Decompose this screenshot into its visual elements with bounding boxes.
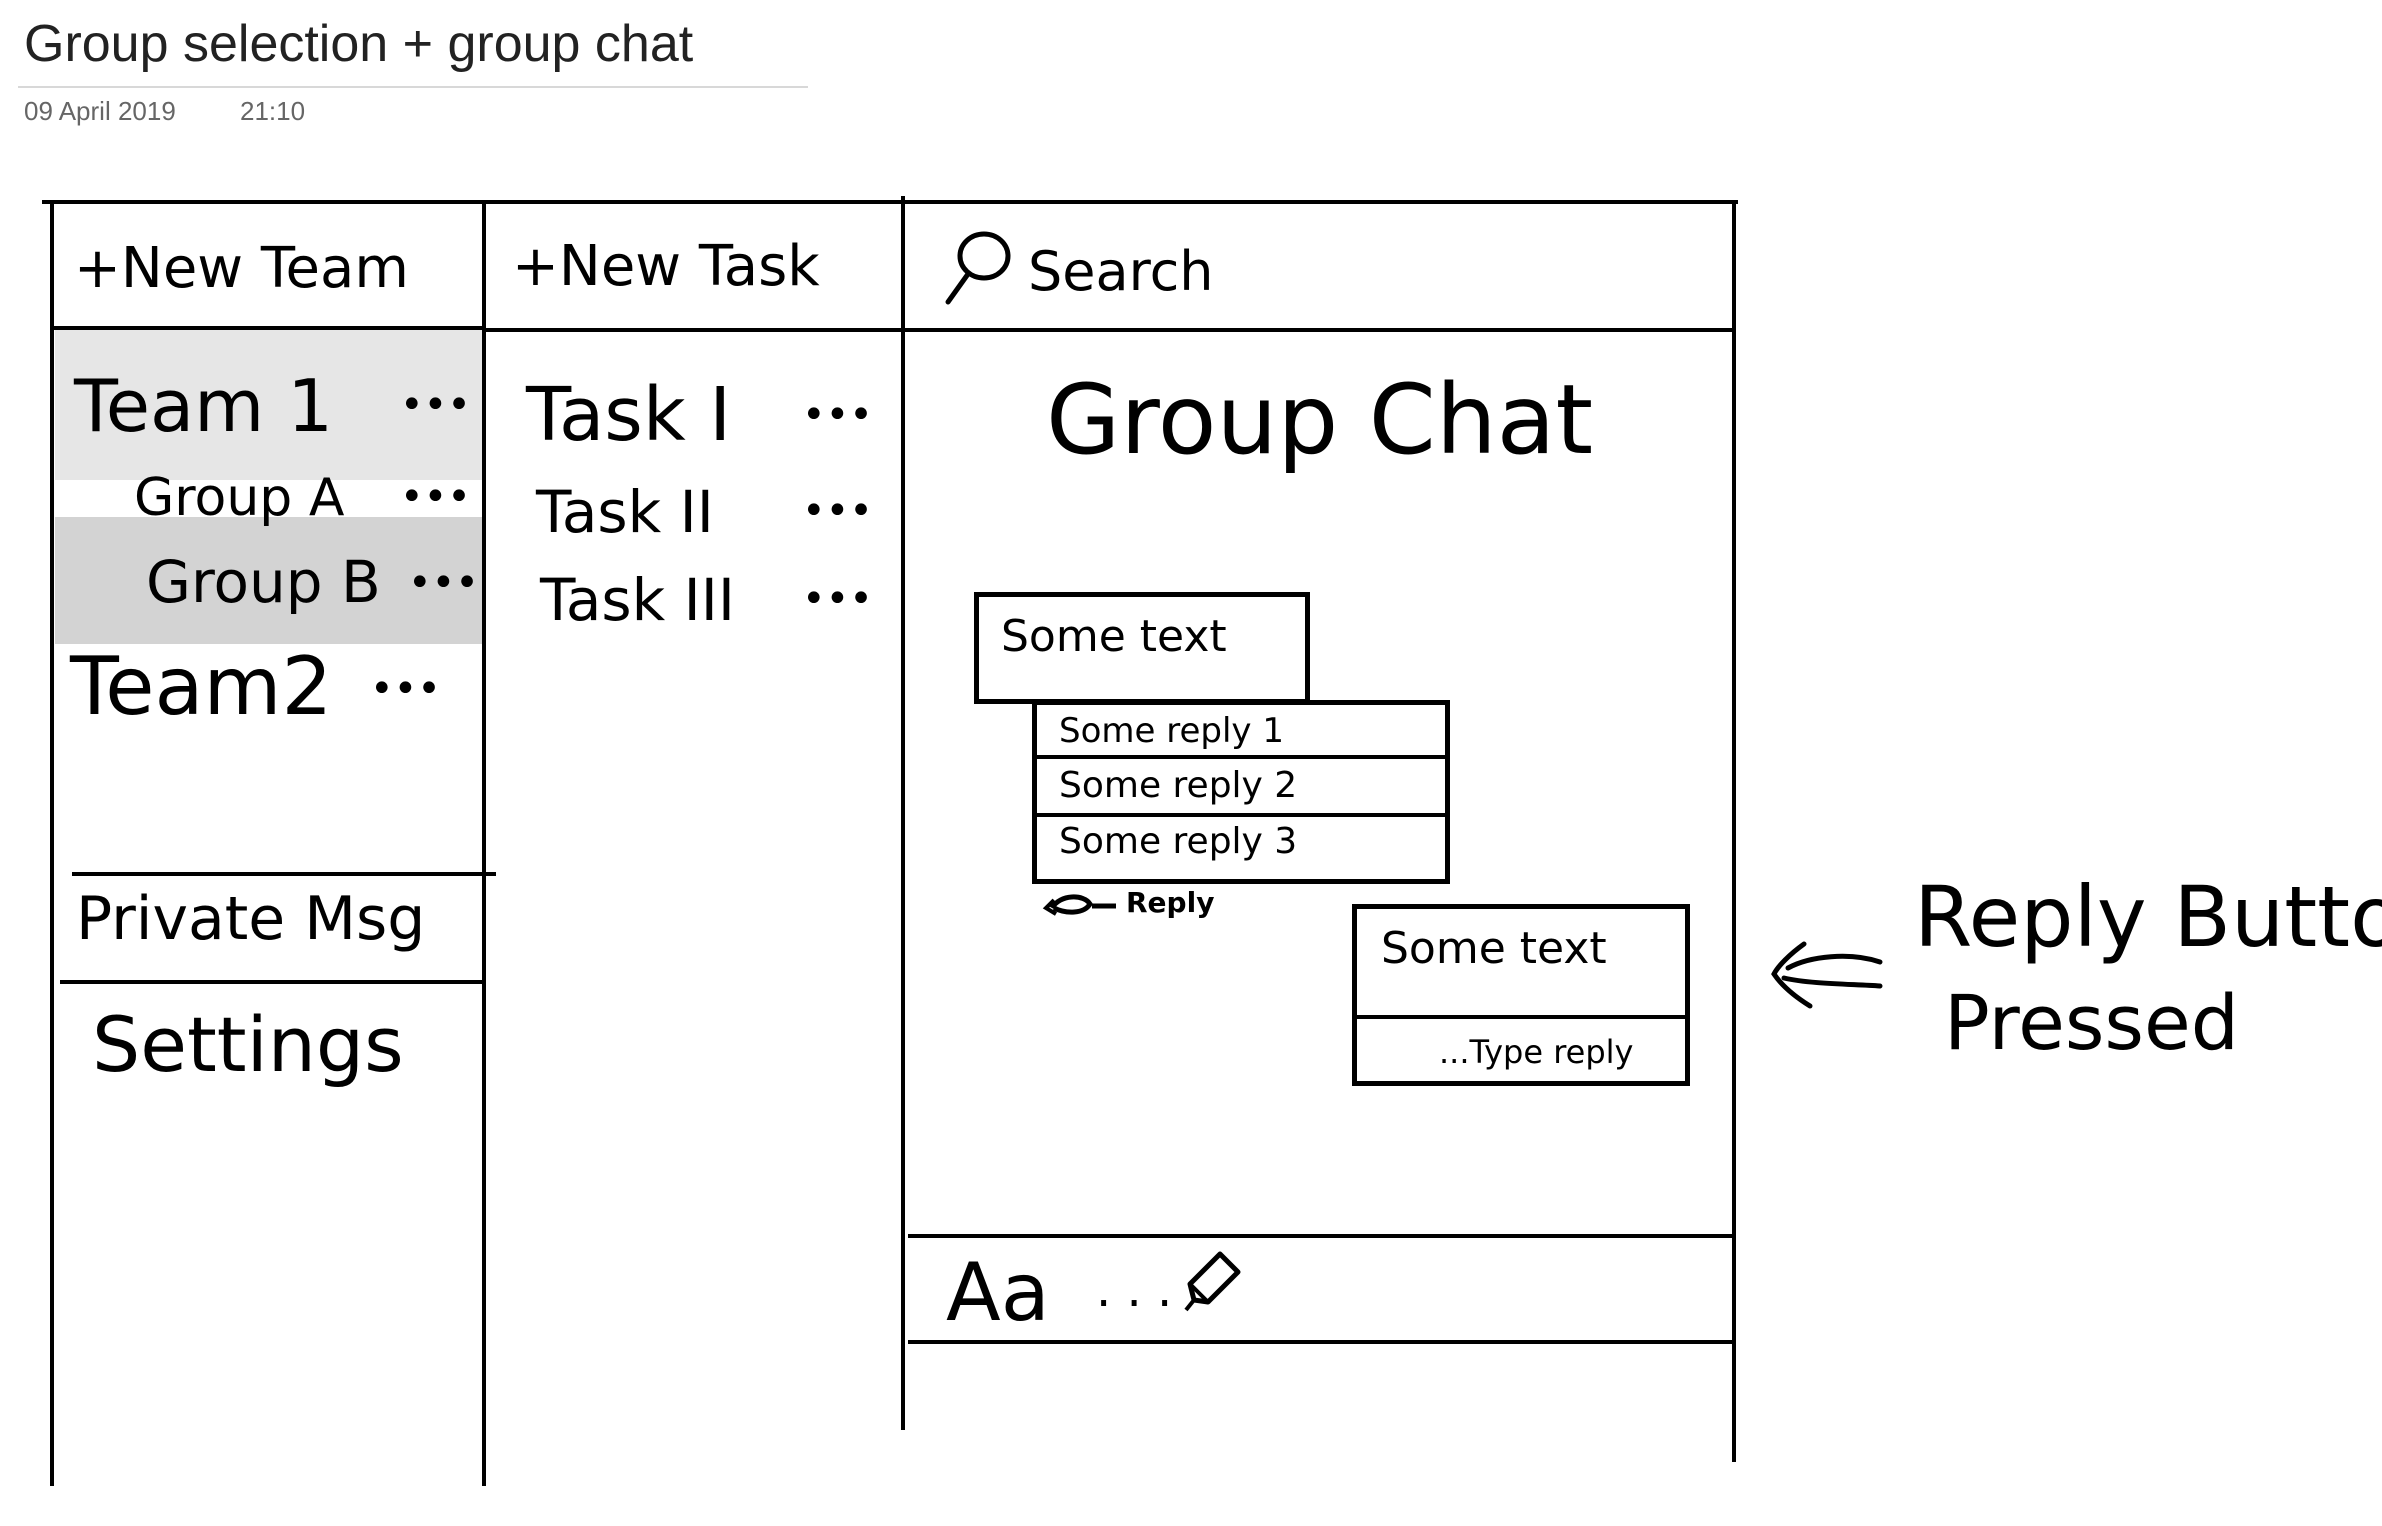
settings-button[interactable]: Settings: [92, 1000, 404, 1089]
reply-button-label: Reply: [1126, 886, 1215, 919]
left-arrow-icon: [1771, 941, 1883, 1009]
team-item-team-1[interactable]: Team 1 •••: [74, 364, 474, 454]
chat-header-divider: [904, 328, 1736, 332]
teams-tasks-divider: [482, 200, 486, 1486]
team-item-team-2[interactable]: Team2 •••: [70, 640, 480, 733]
pencil-icon[interactable]: [1180, 1244, 1250, 1314]
chat-heading: Group Chat: [1046, 364, 1594, 476]
group-item-label: Group A: [134, 468, 345, 528]
team-item-label: Team2: [70, 640, 333, 733]
group-item-label: Group B: [146, 548, 381, 616]
private-msg-top-divider: [72, 872, 496, 876]
search-icon: [945, 231, 1011, 305]
task-item-menu-icon[interactable]: •••: [802, 488, 873, 534]
title-divider: [18, 86, 808, 88]
reply-divider: [1037, 755, 1445, 759]
teams-header-divider: [54, 326, 484, 330]
annotation-line-2: Pressed: [1944, 978, 2240, 1067]
tasks-chat-divider: [901, 196, 905, 1430]
task-item-menu-icon[interactable]: •••: [802, 392, 873, 438]
tasks-header-divider: [484, 328, 904, 332]
composer-bottom-divider: [908, 1340, 1736, 1344]
message-input[interactable]: . . .: [1096, 1262, 1173, 1318]
reply-button[interactable]: Reply: [1040, 886, 1220, 926]
note-time: 21:10: [240, 96, 306, 126]
composer-top-divider: [908, 1234, 1736, 1238]
message-2-bubble: Some text ...Type reply: [1352, 904, 1690, 1086]
task-item-menu-icon[interactable]: •••: [802, 576, 873, 622]
task-item-2[interactable]: Task II •••: [536, 478, 896, 548]
group-item-menu-icon[interactable]: •••: [400, 474, 471, 520]
team1-selected-highlight: [55, 330, 483, 480]
team-item-menu-icon[interactable]: •••: [400, 382, 471, 428]
task-item-1[interactable]: Task I •••: [526, 372, 896, 462]
new-task-button[interactable]: +New Task: [512, 234, 820, 299]
frame-left-border: [50, 200, 54, 1486]
task-item-label: Task I: [526, 372, 732, 458]
new-team-button[interactable]: +New Team: [74, 236, 409, 301]
group-item-menu-icon[interactable]: •••: [408, 560, 479, 606]
task-item-3[interactable]: Task III •••: [540, 566, 896, 636]
note-title: Group selection + group chat: [24, 15, 694, 73]
reply-input[interactable]: ...Type reply: [1439, 1033, 1634, 1071]
reply-item: Some reply 2: [1059, 765, 1298, 806]
reply-item: Some reply 3: [1059, 821, 1298, 862]
task-item-label: Task III: [540, 566, 735, 634]
task-item-label: Task II: [536, 478, 714, 546]
search-label: Search: [1028, 240, 1214, 303]
note-date: 09 April 2019: [24, 96, 176, 126]
reply-arrow-icon: [1042, 894, 1116, 916]
frame-right-border: [1732, 200, 1736, 1462]
private-msg-button[interactable]: Private Msg: [76, 884, 426, 954]
team-item-menu-icon[interactable]: •••: [370, 666, 441, 712]
groupb-selected-highlight: [55, 517, 483, 644]
group-item-group-b[interactable]: Group B •••: [146, 548, 480, 618]
team-item-label: Team 1: [74, 364, 333, 448]
reply-input-divider: [1357, 1015, 1685, 1019]
private-msg-bottom-divider: [60, 980, 484, 984]
reply-thread: Some reply 1 Some reply 2 Some reply 3: [1032, 700, 1450, 884]
search-field[interactable]: Search: [944, 222, 1364, 312]
message-1-bubble: Some text: [974, 592, 1310, 704]
font-format-button[interactable]: Aa: [946, 1246, 1050, 1339]
reply-item: Some reply 1: [1059, 711, 1284, 751]
message-text: Some text: [1381, 923, 1607, 974]
annotation-line-1: Reply Button: [1914, 868, 2382, 966]
message-text: Some text: [1001, 611, 1227, 662]
group-item-group-a[interactable]: Group A •••: [134, 468, 480, 528]
frame-top-border: [42, 200, 1738, 204]
reply-divider: [1037, 813, 1445, 817]
